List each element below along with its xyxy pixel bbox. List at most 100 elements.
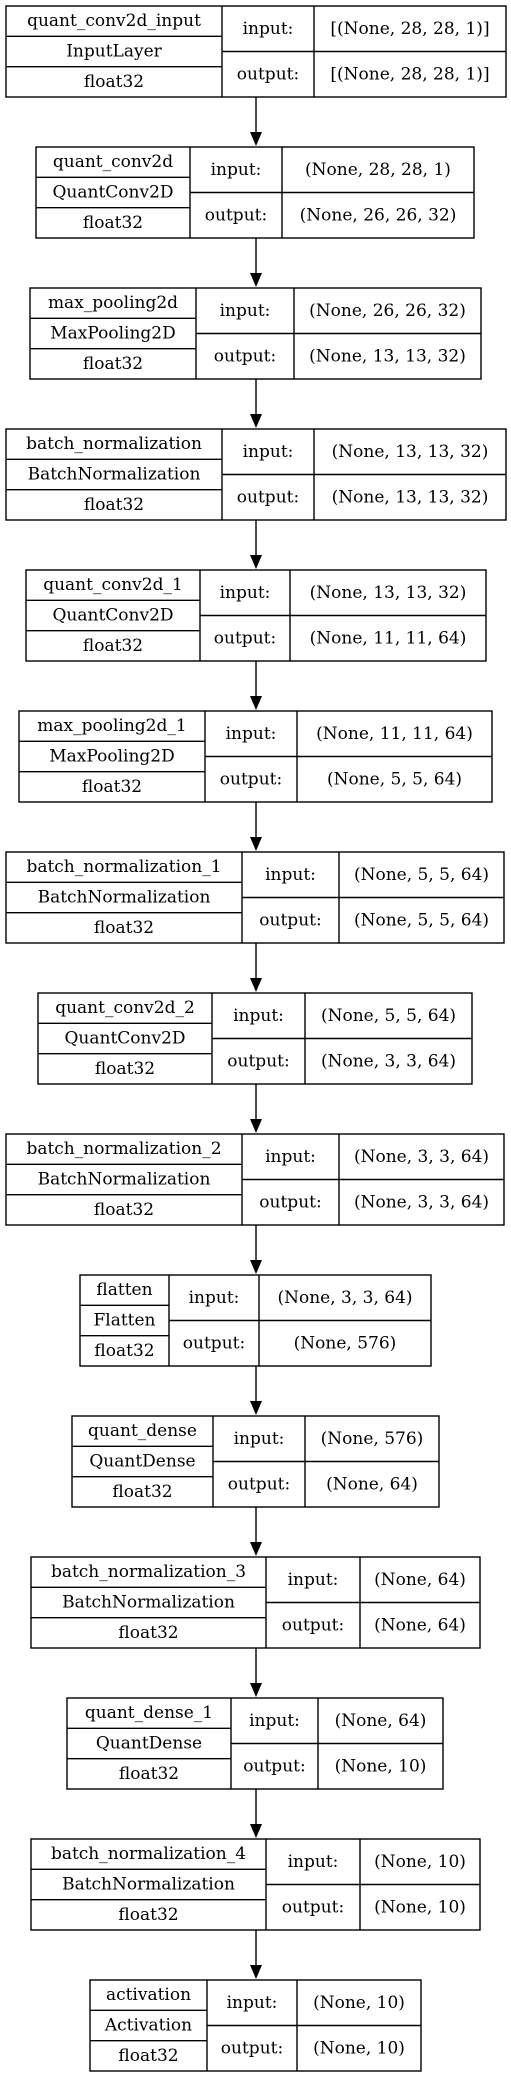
layer-dtype: float32 [118, 1623, 178, 1643]
output-shape: (None, 3, 3, 64) [321, 1051, 456, 1071]
input-label: input: [243, 19, 294, 39]
output-label: output: [237, 487, 299, 507]
input-label: input: [220, 301, 271, 321]
output-shape: (None, 10) [335, 1756, 427, 1776]
layer-type: MaxPooling2D [49, 747, 175, 767]
output-label: output: [259, 910, 321, 930]
layer-dtype: float32 [83, 354, 143, 374]
output-label: output: [282, 1897, 344, 1917]
layer-dtype: float32 [83, 636, 143, 656]
output-label: output: [243, 1756, 305, 1776]
input-shape: (None, 64) [374, 1570, 466, 1590]
output-shape: (None, 64) [326, 1474, 418, 1494]
layer-type: MaxPooling2D [50, 324, 176, 344]
output-shape: (None, 10) [313, 2038, 405, 2058]
output-shape: [(None, 28, 28, 1)] [330, 64, 489, 84]
input-shape: (None, 3, 3, 64) [354, 1147, 489, 1167]
input-label: input: [234, 1429, 285, 1449]
input-shape: (None, 10) [374, 1852, 466, 1872]
layer-name: batch_normalization [26, 434, 202, 454]
output-label: output: [228, 1474, 290, 1494]
output-label: output: [282, 1615, 344, 1635]
layer-node: batch_normalization_2BatchNormalizationf… [5, 1133, 505, 1226]
layer-dtype: float32 [83, 213, 143, 233]
layer-dtype: float32 [118, 2046, 178, 2066]
layer-type: BatchNormalization [38, 888, 211, 908]
layer-name: flatten [96, 1280, 152, 1300]
layer-name: batch_normalization_3 [51, 1562, 246, 1582]
input-shape: (None, 64) [335, 1711, 427, 1731]
input-label: input: [265, 1147, 316, 1167]
output-label: output: [205, 205, 267, 225]
input-label: input: [233, 1006, 284, 1026]
output-label: output: [214, 346, 276, 366]
layer-type: InputLayer [66, 42, 162, 62]
layer-dtype: float32 [94, 1341, 154, 1361]
edge-arrow [250, 1648, 262, 1697]
layer-node: quant_conv2dQuantConv2Dfloat32input:outp… [35, 146, 475, 239]
input-label: input: [249, 1711, 300, 1731]
edge-arrow [250, 238, 262, 287]
layer-type: BatchNormalization [62, 1593, 235, 1613]
input-shape: (None, 13, 13, 32) [332, 442, 489, 462]
output-label: output: [214, 628, 276, 648]
layer-name: batch_normalization_4 [51, 1844, 246, 1864]
layer-node: flattenFlattenfloat32input:output:(None,… [79, 1274, 432, 1367]
output-label: output: [227, 1051, 289, 1071]
layer-node: quant_dense_1QuantDensefloat32input:outp… [66, 1697, 444, 1790]
layer-name: quant_conv2d_2 [55, 998, 195, 1018]
layer-type: QuantConv2D [64, 1029, 185, 1049]
layer-type: BatchNormalization [28, 465, 201, 485]
output-shape: (None, 64) [374, 1615, 466, 1635]
input-label: input: [189, 1288, 240, 1308]
layer-name: quant_dense_1 [85, 1703, 213, 1723]
edge-arrow [250, 520, 262, 569]
layer-dtype: float32 [94, 918, 154, 938]
layer-name: max_pooling2d [48, 293, 178, 313]
layer-type: QuantConv2D [52, 183, 173, 203]
input-shape: (None, 28, 28, 1) [305, 160, 451, 180]
layer-type: QuantConv2D [52, 606, 173, 626]
output-shape: (None, 10) [374, 1897, 466, 1917]
output-shape: (None, 13, 13, 32) [332, 487, 489, 507]
input-label: input: [288, 1852, 339, 1872]
input-shape: [(None, 28, 28, 1)] [330, 19, 489, 39]
input-shape: (None, 576) [321, 1429, 424, 1449]
layer-dtype: float32 [84, 495, 144, 515]
input-shape: (None, 13, 13, 32) [310, 583, 467, 603]
input-label: input: [227, 1993, 278, 2013]
layer-dtype: float32 [118, 1905, 178, 1925]
output-shape: (None, 26, 26, 32) [300, 205, 457, 225]
output-shape: (None, 3, 3, 64) [354, 1192, 489, 1212]
layer-type: QuantDense [89, 1452, 195, 1472]
edge-arrow [250, 1789, 262, 1838]
output-label: output: [183, 1333, 245, 1353]
layer-node: quant_conv2d_inputInputLayerfloat32input… [5, 5, 507, 98]
layer-name: quant_conv2d [53, 152, 173, 172]
layer-node: quant_denseQuantDensefloat32input:output… [71, 1415, 440, 1508]
layer-name: max_pooling2d_1 [37, 716, 186, 736]
output-shape: (None, 5, 5, 64) [327, 769, 462, 789]
layer-node: max_pooling2d_1MaxPooling2Dfloat32input:… [18, 710, 493, 803]
layer-name: quant_conv2d_input [27, 11, 201, 31]
edge-arrow [250, 802, 262, 851]
layer-node: activationActivationfloat32input:output:… [89, 1979, 422, 2072]
output-shape: (None, 576) [294, 1333, 397, 1353]
layer-type: BatchNormalization [62, 1875, 235, 1895]
layer-name: quant_conv2d_1 [43, 575, 183, 595]
input-label: input: [220, 583, 271, 603]
edge-arrow [250, 1084, 262, 1133]
input-label: input: [265, 865, 316, 885]
input-shape: (None, 5, 5, 64) [321, 1006, 456, 1026]
edge-arrow [250, 1225, 262, 1274]
layer-type: BatchNormalization [38, 1170, 211, 1190]
layer-name: batch_normalization_1 [26, 857, 221, 877]
input-label: input: [226, 724, 277, 744]
layer-name: activation [106, 1985, 191, 2005]
